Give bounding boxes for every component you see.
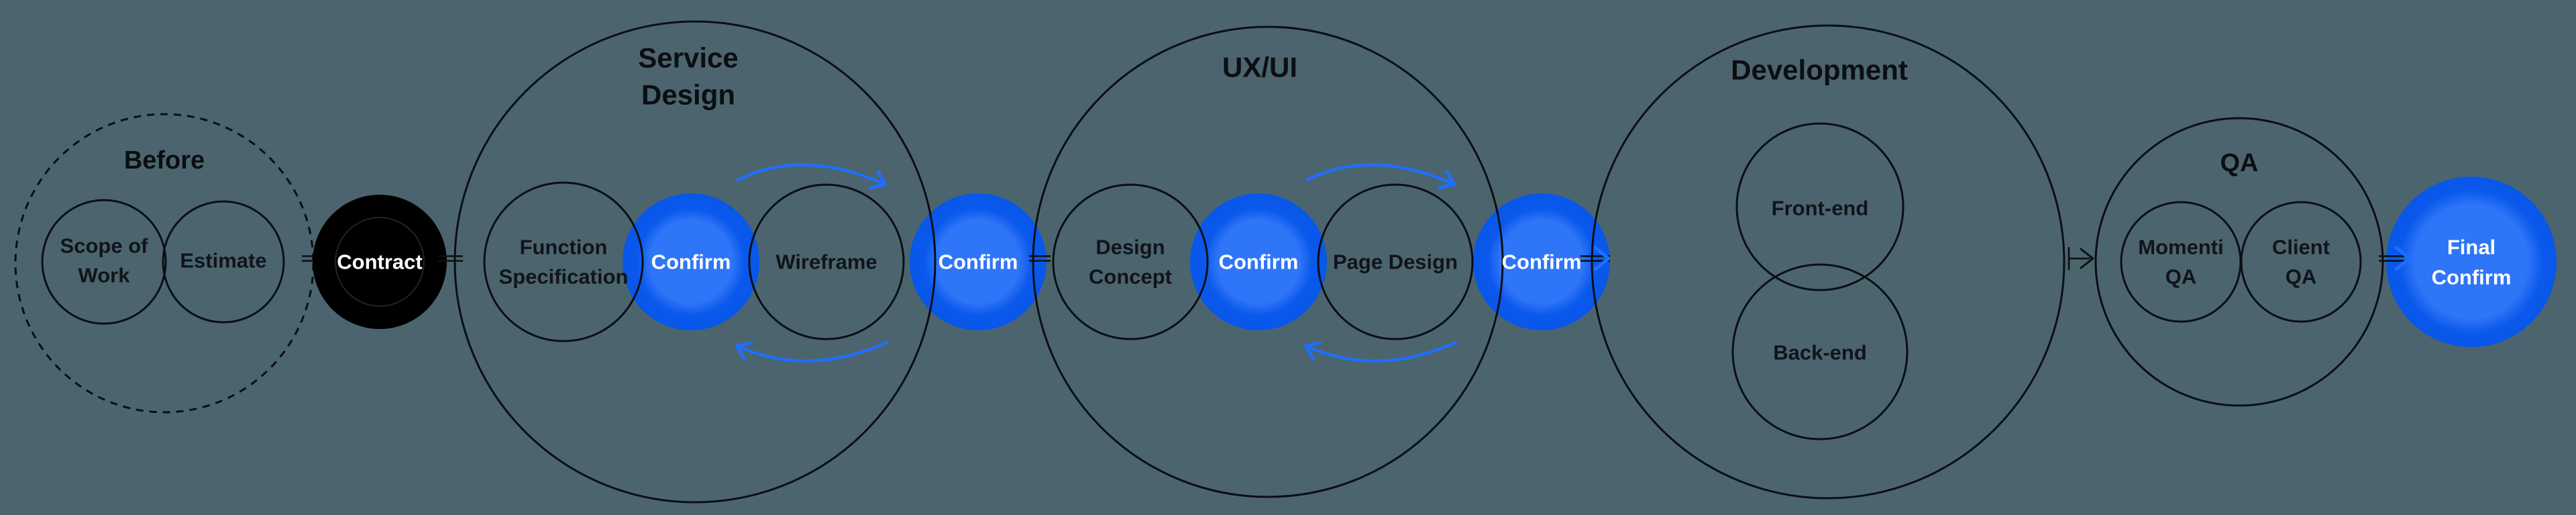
stage-final-confirm: Final Confirm bbox=[2432, 236, 2512, 289]
connector-qa-final-confirm bbox=[2379, 246, 2412, 271]
design-concept-circle bbox=[1052, 183, 1209, 340]
qa-entry-arrowhead-icon bbox=[2080, 248, 2094, 269]
client-qa-label-line2: QA bbox=[2286, 265, 2317, 289]
final-confirm-label-line1: Final bbox=[2447, 236, 2496, 259]
wireframe-circle bbox=[748, 183, 905, 340]
momenti-qa-label-line1: Momenti bbox=[2138, 236, 2223, 259]
design-concept-label-line2: Concept bbox=[1089, 265, 1172, 289]
development-title: Development bbox=[1731, 54, 1908, 86]
confirm-after-ux-ui-label: Confirm bbox=[1502, 250, 1582, 274]
scope-of-work-label-line1: Scope of bbox=[60, 234, 149, 258]
front-end-label: Front-end bbox=[1772, 197, 1869, 220]
connector-development-qa bbox=[2068, 247, 2094, 270]
ux-ui-title: UX/UI bbox=[1222, 52, 1297, 83]
contract-circle bbox=[313, 195, 447, 329]
confirm-after-service-design-label: Confirm bbox=[938, 250, 1018, 274]
confirm-circle-service-design bbox=[623, 193, 759, 330]
qa-title: QA bbox=[2220, 149, 2259, 177]
stage-development: Development Front-end Back-end bbox=[1591, 24, 2065, 500]
page-design-iteration-arrow-bottom bbox=[1303, 340, 1458, 363]
scope-of-work-circle bbox=[41, 199, 167, 325]
confirm-circle-after-service-design bbox=[910, 193, 1046, 330]
function-specification-label-line1: Function bbox=[520, 236, 608, 259]
final-confirm-label-line2: Confirm bbox=[2432, 266, 2512, 289]
design-concept-label-line1: Design bbox=[1095, 236, 1165, 259]
ux-ui-confirm-label: Confirm bbox=[1219, 250, 1299, 274]
function-specification-label-line2: Specification bbox=[499, 265, 629, 289]
development-circle bbox=[1591, 24, 2065, 500]
ux-ui-circle bbox=[1032, 26, 1504, 498]
page-design-circle bbox=[1317, 183, 1474, 340]
service-design-circle bbox=[453, 20, 936, 504]
development-entry-chevron-icon bbox=[1593, 246, 1611, 271]
momenti-qa-circle bbox=[2120, 201, 2242, 323]
stage-ux-ui: UX/UI Design Concept Confirm Page Design bbox=[1032, 26, 1504, 498]
confirm-circle-after-ux-ui bbox=[1473, 193, 1610, 330]
stage-contract: Contract bbox=[313, 195, 447, 329]
stage-before: Before Scope of Work Estimate bbox=[14, 113, 315, 414]
function-specification-circle bbox=[483, 181, 644, 342]
stage-service-design: Service Design Function Specification Co… bbox=[453, 20, 936, 504]
page-design-iteration-arrow-top bbox=[1305, 163, 1456, 189]
confirm-circle-ux-ui bbox=[1190, 193, 1327, 330]
front-end-circle bbox=[1735, 122, 1904, 291]
estimate-label: Estimate bbox=[180, 249, 266, 273]
wireframe-iteration-arrow-top bbox=[736, 163, 888, 189]
qa-circle bbox=[2094, 117, 2384, 407]
final-confirm-circle bbox=[2386, 177, 2557, 347]
service-design-confirm-label: Confirm bbox=[651, 250, 731, 274]
estimate-circle bbox=[162, 200, 285, 324]
client-qa-label-line1: Client bbox=[2272, 236, 2330, 259]
service-design-title-line1: Service bbox=[638, 42, 738, 74]
scope-of-work-label-line2: Work bbox=[78, 264, 131, 287]
connector-contract-service-design bbox=[437, 255, 463, 262]
final-confirm-entry-chevron-icon bbox=[2394, 246, 2412, 271]
contract-inner-ring bbox=[335, 217, 425, 307]
stage-qa: QA Momenti QA Client QA bbox=[2094, 117, 2384, 407]
before-title: Before bbox=[124, 146, 205, 175]
service-design-title-line2: Design bbox=[641, 79, 735, 111]
page-design-label: Page Design bbox=[1333, 250, 1458, 274]
contract-label: Contract bbox=[337, 250, 422, 274]
wireframe-label: Wireframe bbox=[775, 250, 877, 274]
momenti-qa-label-line2: QA bbox=[2165, 265, 2197, 289]
client-qa-circle bbox=[2240, 201, 2362, 323]
wireframe-iteration-arrow-bottom bbox=[735, 340, 889, 363]
back-end-label: Back-end bbox=[1773, 341, 1867, 365]
connector-confirm-development bbox=[1580, 246, 1611, 271]
back-end-circle bbox=[1731, 263, 1909, 440]
